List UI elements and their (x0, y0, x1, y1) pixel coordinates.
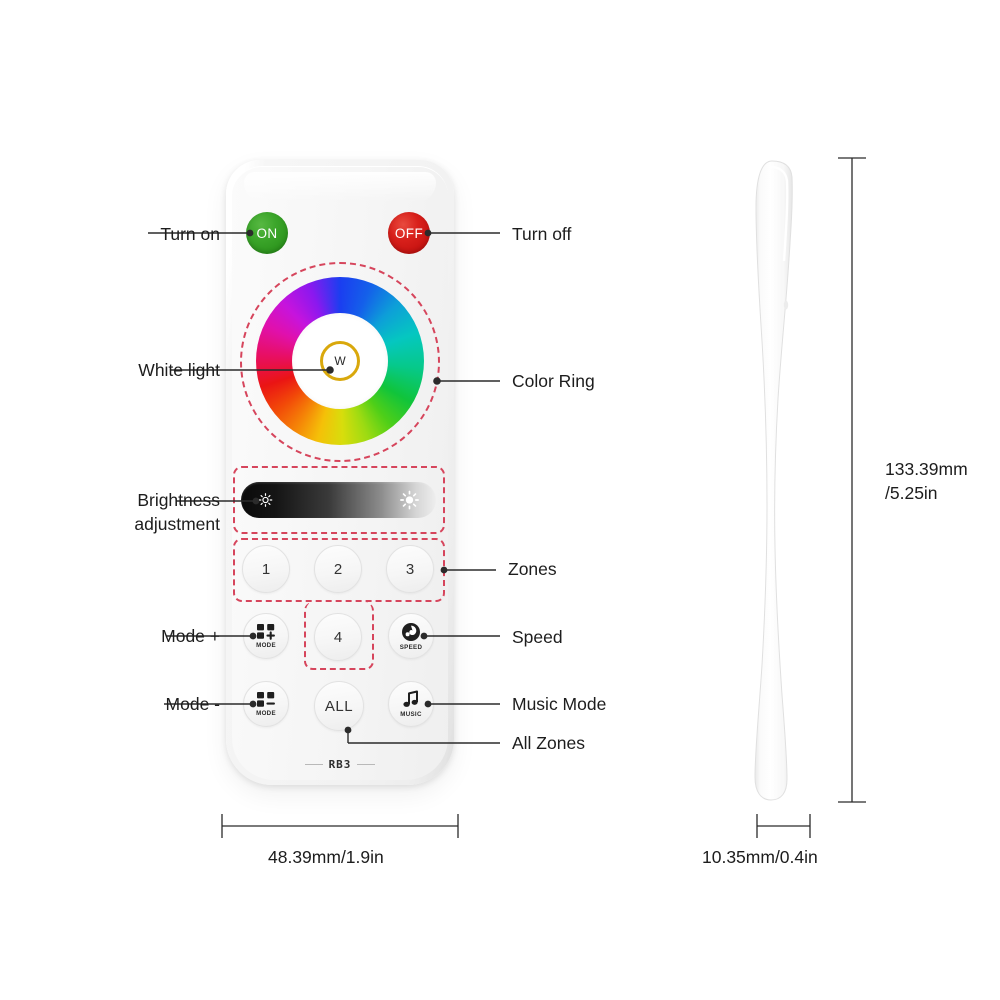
music-note-icon (402, 690, 420, 709)
mode-plus-label: MODE (256, 642, 276, 649)
mode-minus-label: MODE (256, 710, 276, 717)
power-off-button[interactable]: OFF (388, 212, 430, 254)
callout-turn-off: Turn off (512, 224, 572, 244)
callout-color-ring: Color Ring (512, 371, 595, 391)
highlight-color-ring (240, 262, 440, 462)
dimension-depth-line (756, 814, 811, 838)
zone-3-label: 3 (405, 560, 415, 578)
highlight-brightness (233, 466, 445, 534)
dimension-height-line (838, 157, 866, 803)
zone-1-label: 1 (261, 560, 271, 578)
all-zones-label: ALL (324, 697, 354, 715)
sun-large-icon (399, 490, 420, 511)
sun-small-icon (257, 492, 274, 509)
callout-brightness-adjustment: Brightness adjustment (134, 490, 220, 535)
zone-2-label: 2 (333, 560, 343, 578)
grid-plus-icon (256, 623, 277, 640)
remote-side-view (750, 155, 810, 805)
callout-all-zones: All Zones (512, 733, 585, 753)
callout-white-light: White light (138, 360, 220, 380)
callout-music-mode: Music Mode (512, 694, 607, 714)
all-zones-button[interactable]: ALL (314, 681, 364, 731)
dimension-width-line (221, 814, 459, 838)
callout-mode-minus: Mode - (165, 694, 220, 714)
zone-3-button[interactable]: 3 (386, 545, 434, 593)
zone-2-button[interactable]: 2 (314, 545, 362, 593)
model-label-row: RB3 (280, 758, 400, 771)
model-label: RB3 (328, 758, 352, 771)
music-label: MUSIC (400, 711, 422, 718)
zone-4-button[interactable]: 4 (314, 613, 362, 661)
power-off-label: OFF (394, 225, 424, 241)
dimension-width-text: 48.39mm/1.9in (268, 847, 384, 867)
zone-4-label: 4 (333, 628, 343, 646)
dimension-depth-text: 10.35mm/0.4in (702, 847, 818, 867)
callout-mode-plus: Mode + (161, 626, 220, 646)
highlight-zone-4 (304, 602, 374, 670)
power-on-label: ON (256, 225, 278, 241)
speed-label: SPEED (399, 643, 423, 651)
callout-speed: Speed (512, 627, 563, 647)
remote-top-highlight (244, 172, 436, 202)
speed-swirl-icon (401, 622, 421, 642)
model-rule-right (357, 764, 376, 765)
zone-1-button[interactable]: 1 (242, 545, 290, 593)
callout-zones: Zones (508, 559, 557, 579)
grid-minus-icon (256, 691, 277, 708)
model-rule-left (304, 764, 323, 765)
dimension-height-text: 133.39mm /5.25in (885, 459, 968, 503)
brightness-slider[interactable] (241, 482, 436, 518)
callout-turn-on: Turn on (160, 224, 220, 244)
